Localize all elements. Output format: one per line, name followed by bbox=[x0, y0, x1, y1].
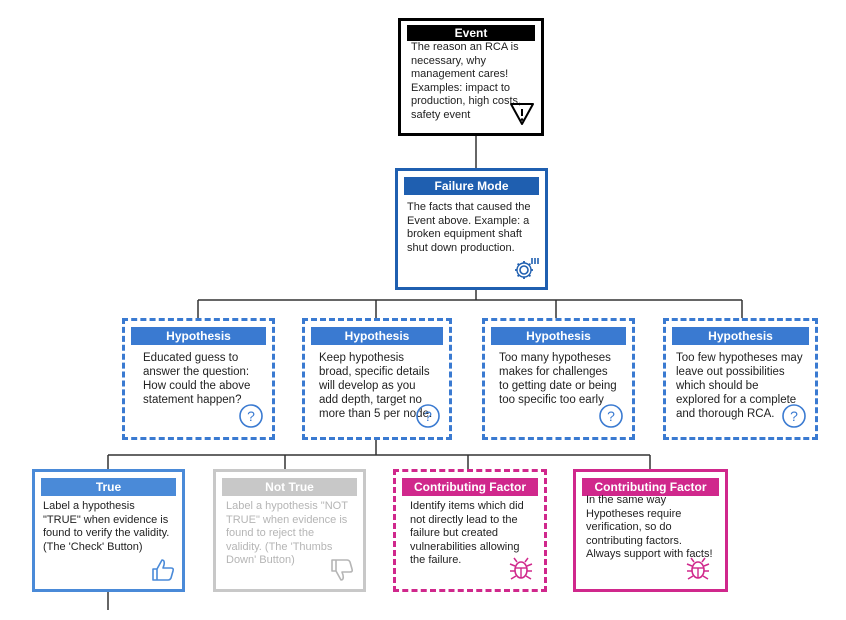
hypothesis-text: Too many hypotheses makes for challenges… bbox=[499, 352, 617, 406]
not-true-title: Not True bbox=[222, 478, 357, 496]
true-text: Label a hypothesis "TRUE" when evidence … bbox=[43, 500, 170, 553]
hypothesis-title: Hypothesis bbox=[491, 327, 626, 345]
not-true-node[interactable]: Not True Label a hypothesis "NOT TRUE" w… bbox=[213, 469, 366, 592]
contributing-factor-text: In the same way Hypotheses require verif… bbox=[586, 494, 713, 560]
svg-text:?: ? bbox=[424, 408, 432, 424]
warning-icon bbox=[509, 101, 535, 127]
question-icon: ? bbox=[415, 403, 441, 429]
hypothesis-node-1[interactable]: Hypothesis Educated guess to answer the … bbox=[122, 318, 275, 440]
contributing-factor-node-1[interactable]: Contributing Factor Identify items which… bbox=[393, 469, 547, 592]
svg-text:?: ? bbox=[790, 408, 798, 424]
hypothesis-title: Hypothesis bbox=[131, 327, 266, 345]
hypothesis-node-3[interactable]: Hypothesis Too many hypotheses makes for… bbox=[482, 318, 635, 440]
contributing-factor-title: Contributing Factor bbox=[582, 478, 719, 496]
hypothesis-title: Hypothesis bbox=[311, 327, 443, 345]
question-icon: ? bbox=[781, 403, 807, 429]
hypothesis-text: Too few hypotheses may leave out possibi… bbox=[676, 352, 803, 420]
hypothesis-node-4[interactable]: Hypothesis Too few hypotheses may leave … bbox=[663, 318, 818, 440]
true-node[interactable]: True Label a hypothesis "TRUE" when evid… bbox=[32, 469, 185, 592]
hypothesis-title: Hypothesis bbox=[672, 327, 809, 345]
failure-mode-node[interactable]: Failure Mode The facts that caused the E… bbox=[395, 168, 548, 290]
contributing-factor-title: Contributing Factor bbox=[402, 478, 538, 496]
thumbs-up-icon bbox=[150, 557, 176, 583]
contributing-factor-text: Identify items which did not directly le… bbox=[410, 500, 524, 566]
svg-text:?: ? bbox=[607, 408, 615, 424]
event-text: The reason an RCA is necessary, why mana… bbox=[411, 41, 522, 121]
true-title: True bbox=[41, 478, 176, 496]
question-icon: ? bbox=[238, 403, 264, 429]
contributing-factor-node-2[interactable]: Contributing Factor In the same way Hypo… bbox=[573, 469, 728, 592]
event-title: Event bbox=[407, 25, 535, 41]
svg-text:?: ? bbox=[247, 408, 255, 424]
failure-mode-title: Failure Mode bbox=[404, 177, 539, 195]
hypothesis-node-2[interactable]: Hypothesis Keep hypothesis broad, specif… bbox=[302, 318, 452, 440]
bug-icon bbox=[508, 555, 534, 581]
question-icon: ? bbox=[598, 403, 624, 429]
gear-icon bbox=[513, 255, 539, 281]
hypothesis-text: Educated guess to answer the question: H… bbox=[143, 352, 251, 406]
not-true-text: Label a hypothesis "NOT TRUE" when evide… bbox=[226, 500, 348, 566]
bug-icon bbox=[685, 555, 711, 581]
failure-mode-text: The facts that caused the Event above. E… bbox=[407, 201, 531, 254]
event-node[interactable]: Event The reason an RCA is necessary, wh… bbox=[398, 18, 544, 136]
hypothesis-text: Keep hypothesis broad, specific details … bbox=[319, 352, 433, 420]
thumbs-down-icon bbox=[329, 557, 355, 583]
